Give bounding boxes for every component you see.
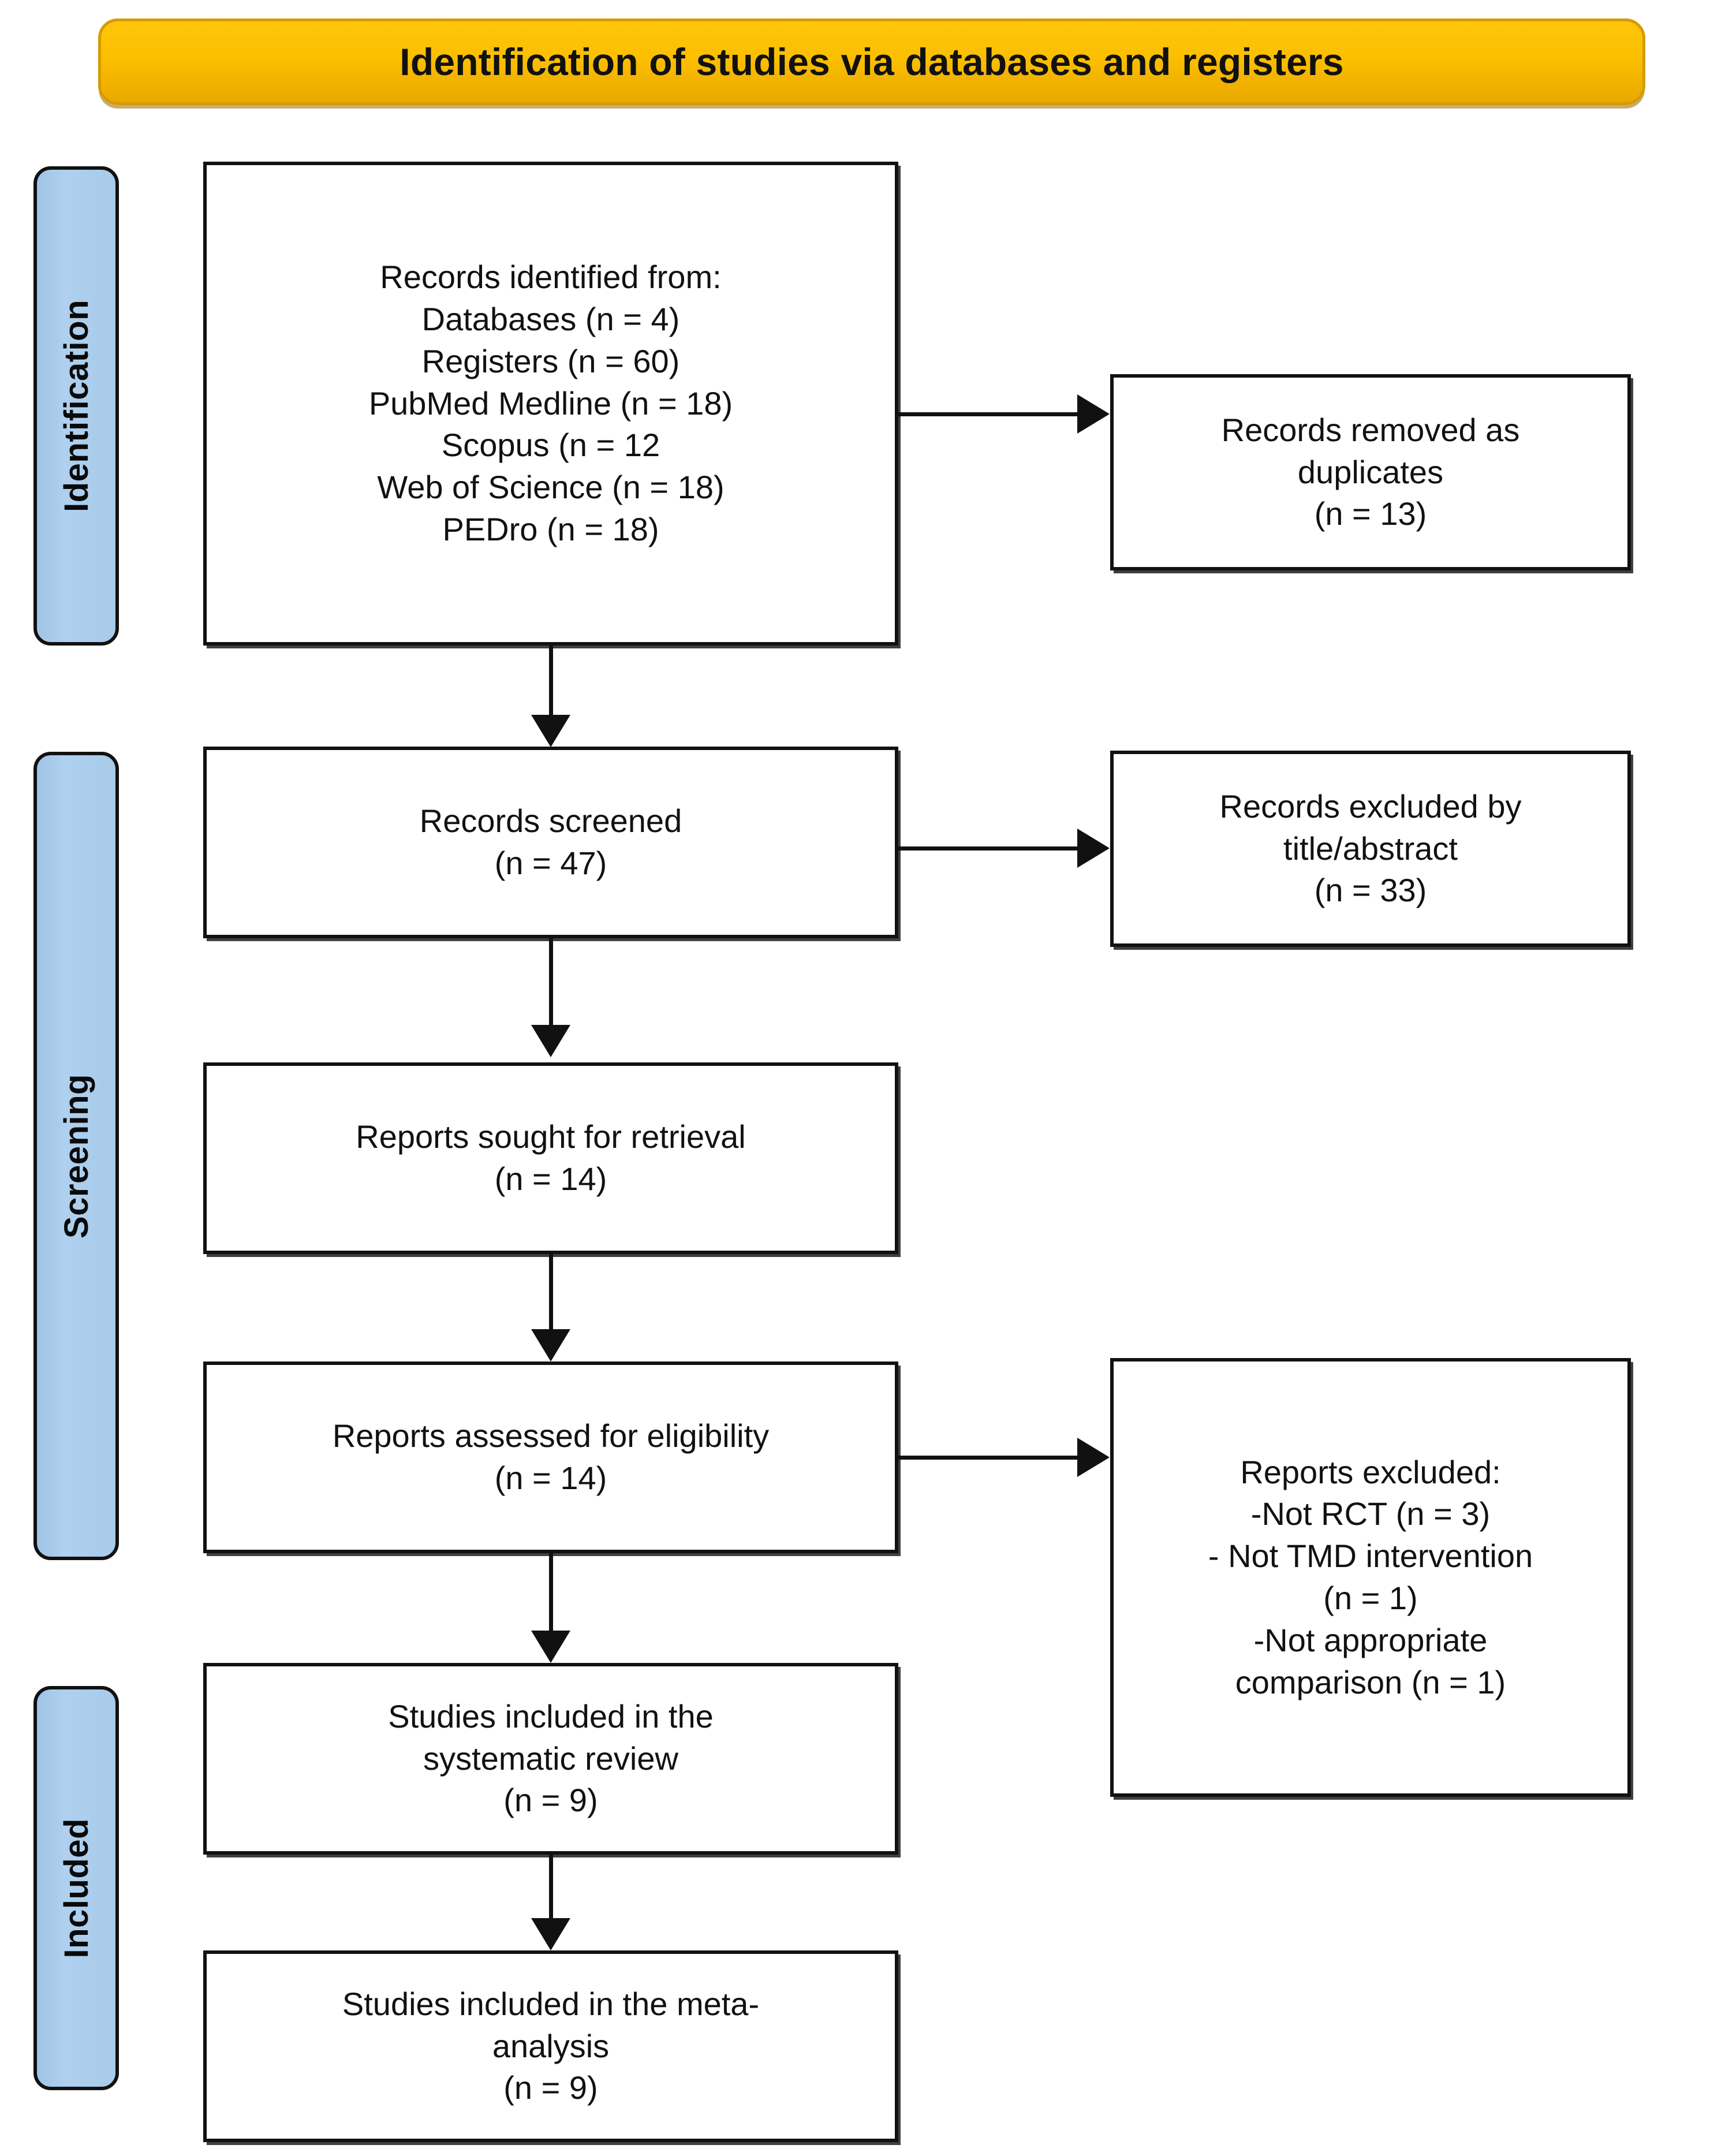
connector-identified-to-duplicates-line xyxy=(898,412,1077,416)
connector-assessed-to-reports-excluded-line xyxy=(898,1456,1077,1460)
box-records-removed-duplicates-text: Records removed as duplicates (n = 13) xyxy=(1221,411,1520,532)
stage-label-screening: Screening xyxy=(33,752,119,1560)
connector-screened-to-sought-arrowhead-icon xyxy=(531,1025,570,1057)
box-studies-included-meta-analysis: Studies included in the meta- analysis (… xyxy=(203,1950,898,2142)
box-studies-included-meta-analysis-text: Studies included in the meta- analysis (… xyxy=(342,1985,760,2106)
box-records-excluded-title-abstract-text: Records excluded by title/abstract (n = … xyxy=(1219,788,1522,909)
stage-label-screening-text: Screening xyxy=(57,1073,95,1239)
connector-assessed-to-sysreview-arrowhead-icon xyxy=(531,1631,570,1663)
box-records-screened-text: Records screened (n = 47) xyxy=(419,803,682,881)
connector-identified-to-duplicates-arrowhead-icon xyxy=(1077,394,1110,434)
box-records-screened: Records screened (n = 47) xyxy=(203,747,898,938)
box-reports-excluded: Reports excluded: -Not RCT (n = 3) - Not… xyxy=(1110,1358,1631,1797)
box-reports-assessed-for-eligibility-text: Reports assessed for eligibility (n = 14… xyxy=(332,1418,770,1496)
diagram-title: Identification of studies via databases … xyxy=(399,40,1344,83)
connector-identified-to-screened-arrowhead-icon xyxy=(531,715,570,747)
stage-label-identification: Identification xyxy=(33,166,119,646)
box-studies-included-systematic-review: Studies included in the systematic revie… xyxy=(203,1663,898,1855)
stage-label-included-text: Included xyxy=(57,1818,95,1959)
box-reports-excluded-text: Reports excluded: -Not RCT (n = 3) - Not… xyxy=(1208,1453,1533,1700)
stage-label-identification-text: Identification xyxy=(57,300,95,512)
connector-sysreview-to-metaanalysis-arrowhead-icon xyxy=(531,1918,570,1950)
connector-identified-to-screened-line xyxy=(549,646,553,715)
diagram-header-banner: Identification of studies via databases … xyxy=(98,18,1645,105)
connector-screened-to-excluded-line xyxy=(898,846,1077,851)
box-reports-assessed-for-eligibility: Reports assessed for eligibility (n = 14… xyxy=(203,1362,898,1553)
connector-screened-to-excluded-arrowhead-icon xyxy=(1077,829,1110,868)
box-records-identified: Records identified from: Databases (n = … xyxy=(203,162,898,646)
stage-label-included: Included xyxy=(33,1686,119,2090)
connector-sought-to-assessed-arrowhead-icon xyxy=(531,1329,570,1362)
connector-sought-to-assessed-line xyxy=(549,1254,553,1329)
connector-sysreview-to-metaanalysis-line xyxy=(549,1855,553,1918)
connector-assessed-to-sysreview-line xyxy=(549,1553,553,1631)
box-records-identified-text: Records identified from: Databases (n = … xyxy=(368,259,733,547)
box-reports-sought-for-retrieval-text: Reports sought for retrieval (n = 14) xyxy=(356,1118,746,1197)
box-reports-sought-for-retrieval: Reports sought for retrieval (n = 14) xyxy=(203,1062,898,1254)
box-records-removed-duplicates: Records removed as duplicates (n = 13) xyxy=(1110,374,1631,570)
box-records-excluded-title-abstract: Records excluded by title/abstract (n = … xyxy=(1110,751,1631,947)
connector-assessed-to-reports-excluded-arrowhead-icon xyxy=(1077,1438,1110,1477)
connector-screened-to-sought-line xyxy=(549,938,553,1025)
box-studies-included-systematic-review-text: Studies included in the systematic revie… xyxy=(388,1698,714,1819)
